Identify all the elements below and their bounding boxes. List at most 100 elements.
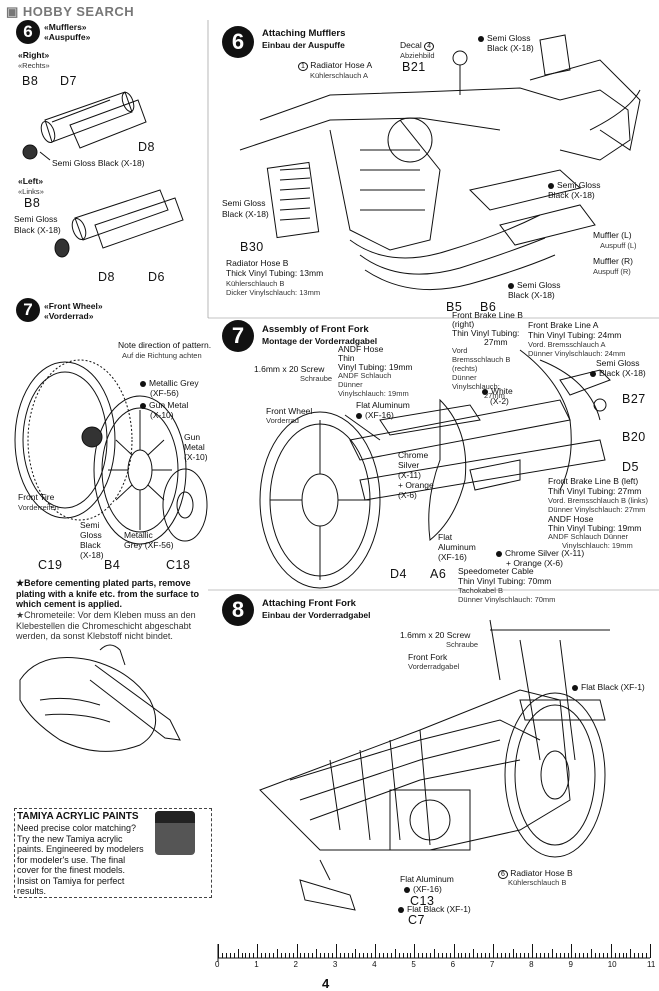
fbl-b-8: Dünner (452, 373, 477, 382)
ruler-tick (272, 953, 274, 958)
part-d5: D5 (622, 460, 639, 474)
step-7-small-title-de: «Vorderrad» (44, 311, 94, 321)
paint-cs-2: Silver (398, 460, 420, 470)
part-d4: D4 (390, 567, 407, 581)
ruler-tick (398, 953, 400, 958)
ruler-label: 1 (254, 960, 259, 969)
ruler-tick (269, 953, 271, 958)
paint-cs-b1: Chrome Silver (X-11) (496, 548, 584, 558)
ruler-tick (331, 953, 333, 958)
ruler-tick (508, 953, 510, 958)
ruler-tick (414, 944, 416, 958)
ruler-tick (261, 953, 263, 958)
muffler-right-drawing (22, 91, 147, 161)
ruler-label: 11 (647, 960, 656, 969)
paint-fb-8-2: Flat Black (XF-1) (398, 904, 471, 914)
step-6-small-badge: 6 (16, 20, 40, 44)
paint-sgb-top-1: Semi Gloss (478, 33, 530, 43)
ruler-tick (473, 949, 475, 958)
screw-8-de: Schraube (446, 640, 479, 649)
ruler-tick (430, 953, 432, 958)
fbl-a-4: Dünner Vinylschlauch: 24mm (528, 349, 626, 358)
ruler-label: 2 (293, 960, 298, 969)
ruler-tick (575, 953, 577, 958)
ruler-tick (591, 949, 593, 958)
ruler-label: 3 (332, 960, 338, 969)
ruler-tick (257, 944, 259, 958)
ruler-tick (555, 953, 557, 958)
ruler-tick (327, 953, 329, 958)
ruler-tick (622, 953, 624, 958)
part-b8: B8 (22, 74, 39, 88)
paint-fa-8-1: Flat Aluminum (400, 874, 454, 884)
ruler-tick (434, 949, 435, 958)
ruler-tick (386, 953, 388, 958)
ruler-tick (304, 953, 306, 958)
part-c19: C19 (38, 558, 63, 572)
left-label: «Left» (18, 176, 44, 186)
ruler-tick (461, 953, 463, 958)
ruler-label: 9 (568, 960, 573, 969)
ruler-tick (465, 953, 467, 958)
front-tire-de: Vorderreifen (18, 503, 59, 512)
speedo-2: Thin Vinyl Tubing: 70mm (458, 576, 552, 586)
ruler-tick (540, 953, 542, 958)
part-d6: D6 (148, 270, 165, 284)
ruler-tick (516, 953, 518, 958)
paint-flat-al-2: (XF-16) (356, 410, 394, 420)
ruler-tick (524, 953, 526, 958)
part-b30: B30 (240, 240, 264, 254)
paint-sgb-right-1: Semi Gloss (548, 180, 600, 190)
front-fork-label: Front Fork (408, 652, 448, 662)
radiator-hose-b-8: 6 Radiator Hose B (498, 868, 573, 880)
ruler-tick (229, 953, 231, 958)
paint-sgb-right-2b: Black (X-18) (508, 290, 555, 300)
ruler-tick (406, 953, 408, 958)
paint-cs-3: (X-11) (398, 470, 421, 480)
ruler-tick (312, 953, 314, 958)
ruler-tick (343, 953, 345, 958)
paint-gun-b-2: Metal (184, 442, 205, 452)
fbl-b-10: 27mm (484, 391, 505, 400)
step-8-title-de: Einbau der Vorderradgabel (262, 610, 371, 620)
part-a6: A6 (430, 567, 447, 581)
paint-gun-b-1: Gun (184, 432, 201, 442)
andf-r-2: Thin Vinyl Tubing: 19mm (548, 523, 642, 533)
front-wheel-de: Vorderrad (266, 416, 299, 425)
ruler-tick (532, 944, 534, 958)
front-wheel-drawing (14, 359, 208, 545)
ruler-tick (618, 953, 620, 958)
ruler-tick (536, 953, 538, 958)
step-6-title: Attaching Mufflers (262, 28, 346, 39)
step-7-small-badge: 7 (16, 298, 40, 322)
part-b21: B21 (402, 60, 426, 74)
ruler-tick (324, 953, 326, 958)
ruler-tick (296, 944, 298, 958)
ruler-tick (634, 953, 636, 958)
step-6-badge: 6 (222, 26, 254, 58)
ruler-tick (610, 944, 612, 958)
part-c7: C7 (408, 913, 425, 927)
radiator-hose-a-de: Kühlerschlauch A (310, 71, 368, 80)
note-direction: Note direction of pattern. (118, 340, 212, 350)
ruler-tick (642, 953, 644, 958)
fbl-a-2: Thin Vinyl Tubing: 24mm (528, 330, 622, 340)
ruler-tick (528, 953, 530, 958)
paint-cs-4: + Orange (398, 480, 434, 490)
paint-sgb-right-1b: Black (X-18) (548, 190, 595, 200)
ruler-label: 5 (411, 960, 416, 969)
ruler-tick (646, 953, 648, 958)
andf-4: ANDF Schlauch (338, 371, 392, 380)
ruler-tick (367, 953, 369, 958)
ruler-tick (237, 949, 239, 958)
paint-sgb-w4: (X-18) (80, 550, 104, 560)
ruler-tick (418, 953, 420, 958)
ruler-tick (363, 953, 365, 958)
muffler-l-de: Auspuff (L) (600, 241, 637, 250)
front-fork-de: Vorderradgabel (408, 662, 460, 671)
andf-6: Vinylschlauch: 19mm (338, 389, 409, 398)
ruler-tick (551, 949, 553, 958)
ruler-tick (449, 953, 451, 958)
part-c13: C13 (410, 894, 435, 908)
ruler-tick (355, 949, 357, 958)
